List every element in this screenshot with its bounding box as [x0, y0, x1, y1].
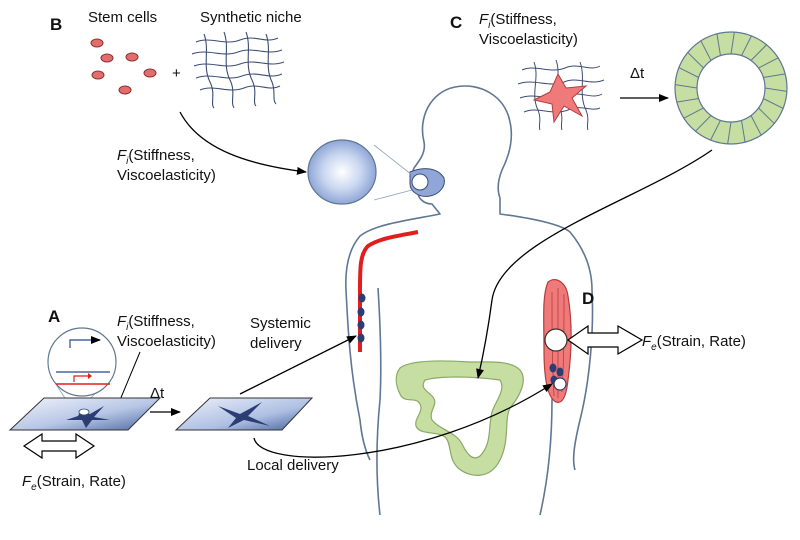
ring-spoke	[716, 33, 721, 56]
ring-spoke	[676, 98, 699, 103]
spread-cell-substrate	[218, 402, 270, 428]
torso	[376, 399, 553, 516]
panel-a-delta-t: Δt	[150, 385, 165, 402]
ring-spoke	[764, 87, 787, 92]
gene-expression-inset	[47, 327, 117, 407]
cell-on-substrate	[66, 406, 110, 428]
panel-c-fi-line2: Viscoelasticity)	[479, 31, 578, 48]
strain-arrow-d	[566, 324, 644, 356]
plus-sign: +	[172, 65, 181, 82]
panel-b-fi-line2: Viscoelasticity)	[117, 167, 216, 184]
ring-spoke	[700, 40, 712, 61]
ring-spoke	[687, 52, 704, 69]
systemic-delivery-line2: delivery	[250, 335, 302, 352]
ring-spoke	[741, 35, 752, 56]
synthetic-niche-label: Synthetic niche	[200, 9, 302, 26]
ring-spoke	[695, 115, 712, 132]
ring-spoke	[730, 32, 735, 55]
ring-spoke	[758, 107, 775, 124]
organoid-ring	[674, 31, 788, 145]
blood-vessel	[358, 230, 419, 352]
stem-cells-label: Stem cells	[88, 9, 157, 26]
vessel-cells	[357, 293, 366, 343]
panel-d-fe-label: Fe(Strain, Rate)	[642, 333, 746, 353]
panel-label-c: C	[450, 13, 462, 32]
arrow-systemic	[239, 335, 357, 395]
left-arm	[345, 287, 382, 461]
stem-cells	[90, 38, 157, 95]
ring-spoke	[758, 57, 779, 69]
spread-cell	[532, 72, 588, 124]
panel-label-a: A	[48, 307, 60, 326]
injection-target	[553, 377, 567, 391]
fi-pointer	[119, 351, 141, 401]
ring-spoke	[710, 120, 721, 141]
muscle-joint	[544, 328, 568, 352]
arrow-b-to-niche	[179, 111, 307, 175]
panel-a-fi-label: Fi(Stiffness,	[117, 313, 195, 333]
systemic-delivery-line1: Systemic	[250, 315, 311, 332]
intestine	[395, 360, 524, 476]
panel-a-fi-line2: Viscoelasticity)	[117, 333, 216, 350]
ring-spoke	[683, 107, 704, 119]
arrow-local	[253, 383, 553, 458]
local-delivery-label: Local delivery	[247, 457, 339, 474]
panel-c-delta-t: Δt	[630, 65, 645, 82]
ring-spoke	[675, 84, 698, 89]
neck-node	[373, 144, 445, 201]
panel-b-fi-label: Fi(Stiffness,	[117, 147, 195, 167]
panel-label-d: D	[582, 289, 594, 308]
ring-spoke	[750, 115, 762, 136]
ring-spoke	[763, 73, 786, 78]
ring-spoke	[750, 44, 767, 61]
panel-label-b: B	[50, 15, 62, 34]
panel-c-fi-label: Fi(Stiffness,	[479, 11, 557, 31]
ring-spoke	[678, 67, 699, 78]
strain-arrow-a	[22, 432, 96, 460]
arrow-organoid-to-intestine	[476, 149, 713, 379]
ring-spoke	[741, 120, 746, 143]
ring-spoke	[727, 121, 732, 144]
panel-a-fe-label: Fe(Strain, Rate)	[22, 473, 126, 493]
niche-bubble	[307, 139, 377, 205]
ring-spoke	[763, 98, 784, 109]
synthetic-niche-mesh	[191, 31, 285, 109]
